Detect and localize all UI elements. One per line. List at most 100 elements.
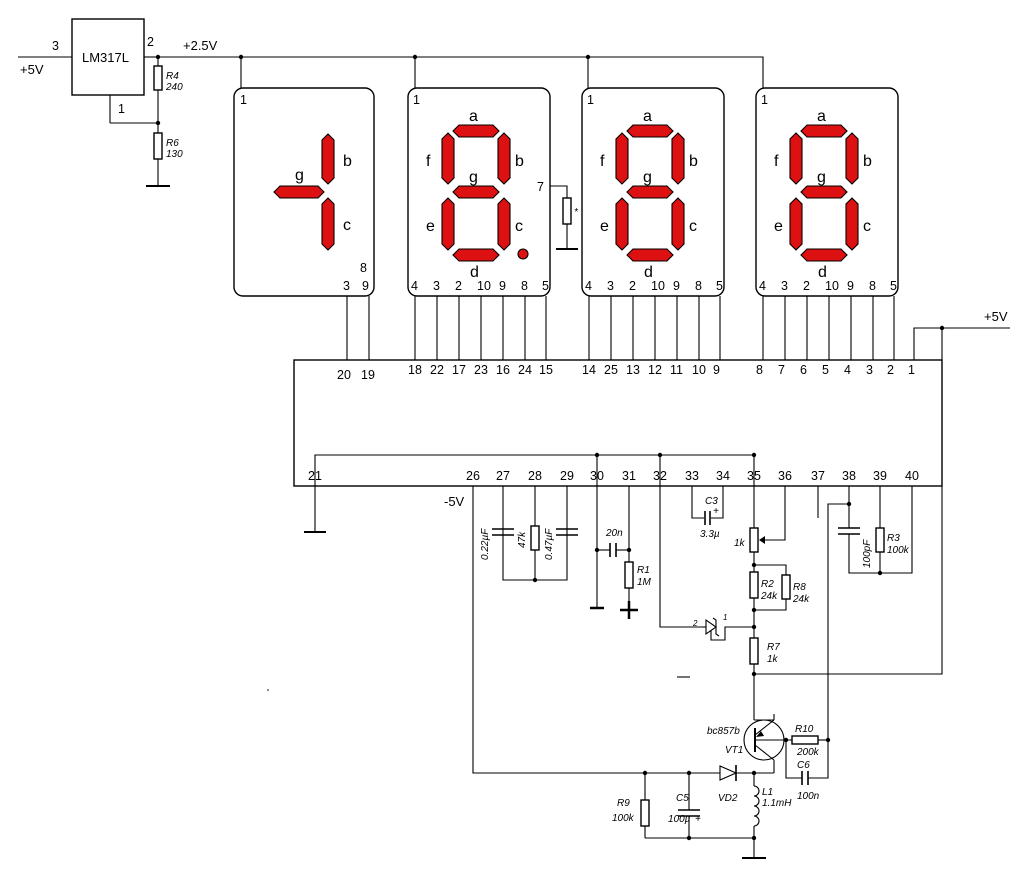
- wire: [785, 740, 802, 779]
- c6-value: 100n: [797, 791, 820, 802]
- vd2-body: [719, 765, 738, 781]
- segment-e: [615, 197, 629, 251]
- pot-wiper: [759, 536, 765, 544]
- resistor-body: [791, 735, 819, 745]
- ic-pin: 17: [452, 363, 466, 377]
- segment-label-f: f: [426, 153, 431, 170]
- display-pin: 2: [803, 279, 810, 293]
- junction: [594, 547, 600, 553]
- ic-pin: 13: [626, 363, 640, 377]
- segment-label-a: a: [643, 108, 652, 125]
- junction: [238, 54, 244, 60]
- segment-g: [626, 185, 674, 199]
- wire: [711, 486, 724, 519]
- rail-2v5: [158, 56, 764, 88]
- ic-pin: 7: [778, 363, 785, 377]
- ic-pin: 6: [800, 363, 807, 377]
- r10-name: R10: [795, 724, 814, 735]
- ic-pin: 38: [842, 469, 856, 483]
- r47k-value: 47k: [517, 531, 528, 548]
- junction: [532, 577, 538, 583]
- ic-pin: 27: [496, 469, 510, 483]
- r8-value: 24k: [792, 594, 810, 605]
- display-pin-1: 1: [413, 93, 420, 107]
- ic-pin: 20: [337, 368, 351, 382]
- display-pin: 5: [890, 279, 897, 293]
- segment-c: [321, 197, 335, 251]
- dp-pin-7: 7: [537, 180, 544, 194]
- segment-label-d: d: [818, 264, 827, 281]
- regulator-label: LM317L: [82, 50, 129, 65]
- segment-label-g: g: [469, 169, 478, 186]
- resistor-body: [153, 132, 163, 160]
- regulator-body: [71, 18, 145, 96]
- ic-pin: 12: [648, 363, 662, 377]
- segment-c: [497, 197, 511, 251]
- resistor-body: [624, 561, 634, 589]
- r9-name: R9: [617, 798, 630, 809]
- resistor-body: [749, 637, 759, 665]
- c3-name: C3: [705, 496, 718, 507]
- display-pin: 9: [673, 279, 680, 293]
- segment-b: [845, 132, 859, 185]
- c3-plus: +: [713, 506, 719, 517]
- wire: [314, 454, 755, 486]
- segment-label-a: a: [469, 108, 478, 125]
- wire: [710, 626, 754, 641]
- segment-f: [789, 132, 803, 185]
- segment-label-g: g: [817, 169, 826, 186]
- segment-label-g: g: [643, 169, 652, 186]
- junction: [412, 54, 418, 60]
- c5-plus: +: [695, 814, 701, 825]
- ic-pin: 4: [844, 363, 851, 377]
- display-digit-1: 1 g b c 8 3 9: [233, 87, 375, 360]
- r7-name: R7: [767, 642, 780, 653]
- segment-label-e: e: [600, 218, 609, 235]
- ic-pin: 24: [518, 363, 532, 377]
- display-pin: 3: [433, 279, 440, 293]
- wire: [472, 486, 736, 774]
- display-pin: 3: [607, 279, 614, 293]
- r9-value: 100k: [612, 813, 635, 824]
- segment-label-c: c: [343, 217, 351, 234]
- pot-value: 1k: [734, 538, 746, 549]
- ic-pin: 1: [908, 363, 915, 377]
- resistor-body: [875, 527, 885, 553]
- ic-pin: 15: [539, 363, 553, 377]
- r2-name: R2: [761, 579, 774, 590]
- supply-2v5-label: +2.5V: [183, 38, 218, 53]
- capacitor-c3: C3 + 3.3µ: [691, 486, 724, 540]
- r3-value: 100k: [887, 545, 910, 556]
- display-pin: 9: [847, 279, 854, 293]
- segment-e: [789, 197, 803, 251]
- segment-label-c: c: [689, 218, 697, 235]
- ref-pin-b: 1: [723, 613, 727, 622]
- ic-pin: 16: [496, 363, 510, 377]
- pot-body: [749, 527, 759, 553]
- display-pin: 4: [585, 279, 592, 293]
- ic-pin: 10: [692, 363, 706, 377]
- segment-c: [845, 197, 859, 251]
- segment-dp: [517, 248, 529, 260]
- resistor-body: [749, 571, 759, 599]
- display-pin-9: 9: [362, 279, 369, 293]
- c100p-value: 100pF: [862, 539, 873, 568]
- ic-pin: 33: [685, 469, 699, 483]
- ic-pin: 39: [873, 469, 887, 483]
- junction: [594, 452, 600, 458]
- r8-name: R8: [793, 582, 806, 593]
- ic-pin: 22: [430, 363, 444, 377]
- r1-name: R1: [637, 565, 650, 576]
- ic-body: [293, 359, 943, 487]
- junction: [657, 452, 663, 458]
- input-network: 20n R1 1M: [590, 486, 652, 619]
- resistor-body: [153, 65, 163, 91]
- ic-pin: 36: [778, 469, 792, 483]
- wire: [754, 564, 787, 575]
- regulator-pin-adj: 1: [118, 102, 125, 116]
- supply-5v-right: +5V: [754, 309, 1010, 675]
